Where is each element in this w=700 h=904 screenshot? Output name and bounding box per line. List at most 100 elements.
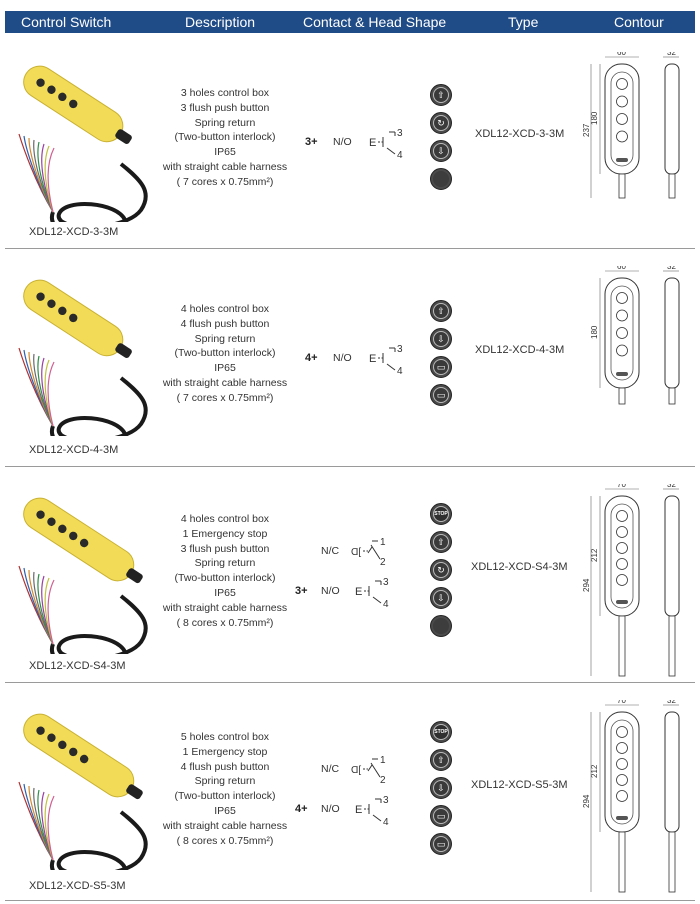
description-line: 3 flush push button xyxy=(180,542,270,555)
pendant-button xyxy=(36,510,45,519)
pendant-button xyxy=(47,85,56,94)
arrow-up-icon: ⇧ xyxy=(430,84,452,106)
description-line: 5 holes control box xyxy=(180,731,270,743)
page-icon: ▭ xyxy=(430,384,452,406)
pendant-button xyxy=(58,306,67,316)
contour-body-height: 180 xyxy=(590,111,599,125)
row-divider xyxy=(5,466,695,467)
type-label: XDL12-XCD-4-3M xyxy=(475,344,565,356)
pendant-button xyxy=(36,78,45,87)
contour-button xyxy=(616,774,628,786)
contact-count: 3+ xyxy=(305,136,318,148)
type-label: XDL12-XCD-S4-3M xyxy=(471,561,568,573)
arrow-down-icon: ⇩ xyxy=(430,587,452,609)
contour-button xyxy=(616,726,628,738)
description-line: IP65 xyxy=(214,586,236,599)
contour-body-height: 212 xyxy=(590,548,599,562)
cable xyxy=(56,594,148,676)
wire xyxy=(47,147,55,213)
header-contour: Contour xyxy=(614,14,664,30)
description-line: 3 holes control box xyxy=(180,87,270,99)
product-image xyxy=(13,484,173,676)
pendant-body xyxy=(23,713,143,800)
contour-body-height: 212 xyxy=(590,764,599,778)
contour-depth: 32 xyxy=(667,700,676,705)
description-line: Spring return xyxy=(194,116,256,129)
cable xyxy=(56,810,148,892)
contact-count: 4+ xyxy=(305,352,318,364)
contour-button xyxy=(616,758,628,770)
contour-depth: 32 xyxy=(667,266,676,271)
header-description: Description xyxy=(185,14,256,30)
contour-body-height: 180 xyxy=(590,325,599,339)
product-row: XDL12-XCD-3-3M 3 holes control box 3 flush… xyxy=(5,36,695,248)
contour-button xyxy=(616,327,628,339)
rotate-icon: ↻ xyxy=(430,112,452,134)
svg-text:E: E xyxy=(369,137,376,149)
pendant-button xyxy=(69,747,78,757)
blank-icon xyxy=(430,168,452,190)
description-line: with straight cable harness xyxy=(162,160,288,173)
head-shape-icons: STOP⇧⇩▭▭ xyxy=(430,721,452,861)
no-contact-symbol: E 3 4 xyxy=(369,126,409,166)
terminal-number: 4 xyxy=(397,366,403,377)
arrow-down-icon: ⇩ xyxy=(430,140,452,162)
type-label: XDL12-XCD-3-3M xyxy=(475,128,565,140)
contact-count: 4+ xyxy=(295,803,308,815)
description-line: 4 flush push button xyxy=(180,760,270,773)
contour-total-height: 237 xyxy=(583,123,591,137)
description-line: 3 flush push button xyxy=(180,101,270,114)
nc-label: N/C xyxy=(321,763,340,775)
no-label: N/O xyxy=(321,585,340,597)
contour-button xyxy=(616,309,628,322)
terminal-number: 4 xyxy=(397,150,403,161)
contour-width: 70 xyxy=(617,700,626,705)
type-label: XDL12-XCD-S5-3M xyxy=(471,779,568,791)
page-icon: ▭ xyxy=(430,805,452,827)
pendant-button xyxy=(47,517,56,526)
wire xyxy=(47,579,55,645)
terminal-number: 3 xyxy=(397,128,403,139)
cable xyxy=(56,376,148,458)
contour-button xyxy=(616,542,628,554)
pendant-button xyxy=(58,524,67,534)
wire xyxy=(47,361,55,427)
header-contact-head-shape: Contact & Head Shape xyxy=(303,14,447,30)
description-line: 4 flush push button xyxy=(180,317,270,330)
contour-depth: 32 xyxy=(667,484,676,489)
pendant-button xyxy=(47,733,56,742)
pendant-button xyxy=(58,92,67,102)
description-line: IP65 xyxy=(214,146,236,159)
description-line: (Two-button interlock) xyxy=(174,347,276,360)
svg-text:Ɑ[: Ɑ[ xyxy=(351,765,361,776)
contour-button xyxy=(616,95,628,108)
pendant-button xyxy=(36,292,45,301)
description-line: Spring return xyxy=(194,775,256,788)
row-divider xyxy=(5,248,695,249)
description-line: with straight cable harness xyxy=(162,819,288,832)
pendant-button xyxy=(79,754,89,764)
cable xyxy=(56,162,148,244)
description-line: IP65 xyxy=(214,804,236,817)
stop-icon: STOP xyxy=(430,721,452,743)
contour-button xyxy=(616,292,628,304)
stop-icon: STOP xyxy=(430,503,452,525)
model-label: XDL12-XCD-S5-3M xyxy=(29,880,126,892)
contour-width: 70 xyxy=(617,484,626,489)
table-header: Control Switch Description Contact & Hea… xyxy=(5,11,695,33)
pendant-button xyxy=(69,531,78,541)
head-shape-icons: ⇧⇩▭▭ xyxy=(430,300,452,412)
